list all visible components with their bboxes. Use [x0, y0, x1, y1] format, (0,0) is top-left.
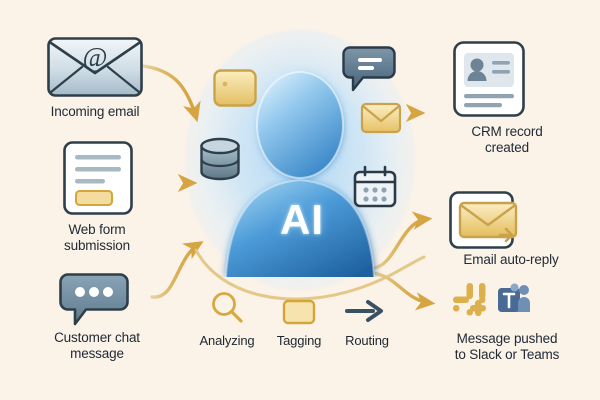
svg-text:@: @ [83, 42, 108, 72]
contact-card-icon [453, 41, 525, 117]
ai-person-avatar-icon [225, 71, 375, 277]
web-form-icon [63, 141, 133, 215]
output-label-message-pushed: Message pushed to Slack or Teams [454, 331, 560, 362]
arrow-ai-to-slack-teams [370, 271, 436, 311]
step-label-tagging: Tagging [276, 333, 322, 348]
input-label-incoming-email: Incoming email [50, 104, 140, 119]
input-label-web-form: Web form submission [63, 222, 131, 253]
calendar-icon [353, 165, 397, 208]
step-label-analyzing: Analyzing [199, 333, 255, 348]
input-label-customer-chat: Customer chat message [54, 330, 140, 361]
database-cylinder-icon [200, 137, 240, 181]
arrow-email-to-ai [141, 64, 201, 123]
arrow-ai-to-email-reply [371, 211, 433, 270]
envelope-reply-icon [449, 191, 518, 249]
slack-teams-icon [453, 283, 530, 316]
output-label-crm-record: CRM record created [471, 124, 543, 155]
magnifier-icon [212, 292, 243, 323]
output-label-email-auto-reply: Email auto-reply [463, 252, 559, 267]
tag-icon [213, 69, 257, 107]
chat-bubble-icon [59, 273, 129, 326]
arrow-chat-to-ai [150, 241, 204, 299]
arrow-right-icon [345, 300, 383, 322]
tag-square-icon [282, 299, 316, 325]
ai-center-label: AI [280, 196, 324, 243]
speech-bubble-icon [342, 46, 396, 92]
envelope-at-icon: @ [47, 37, 143, 97]
arrow-bottom-flow-arc [194, 248, 426, 301]
step-label-routing: Routing [345, 333, 389, 348]
envelope-icon [360, 102, 402, 134]
